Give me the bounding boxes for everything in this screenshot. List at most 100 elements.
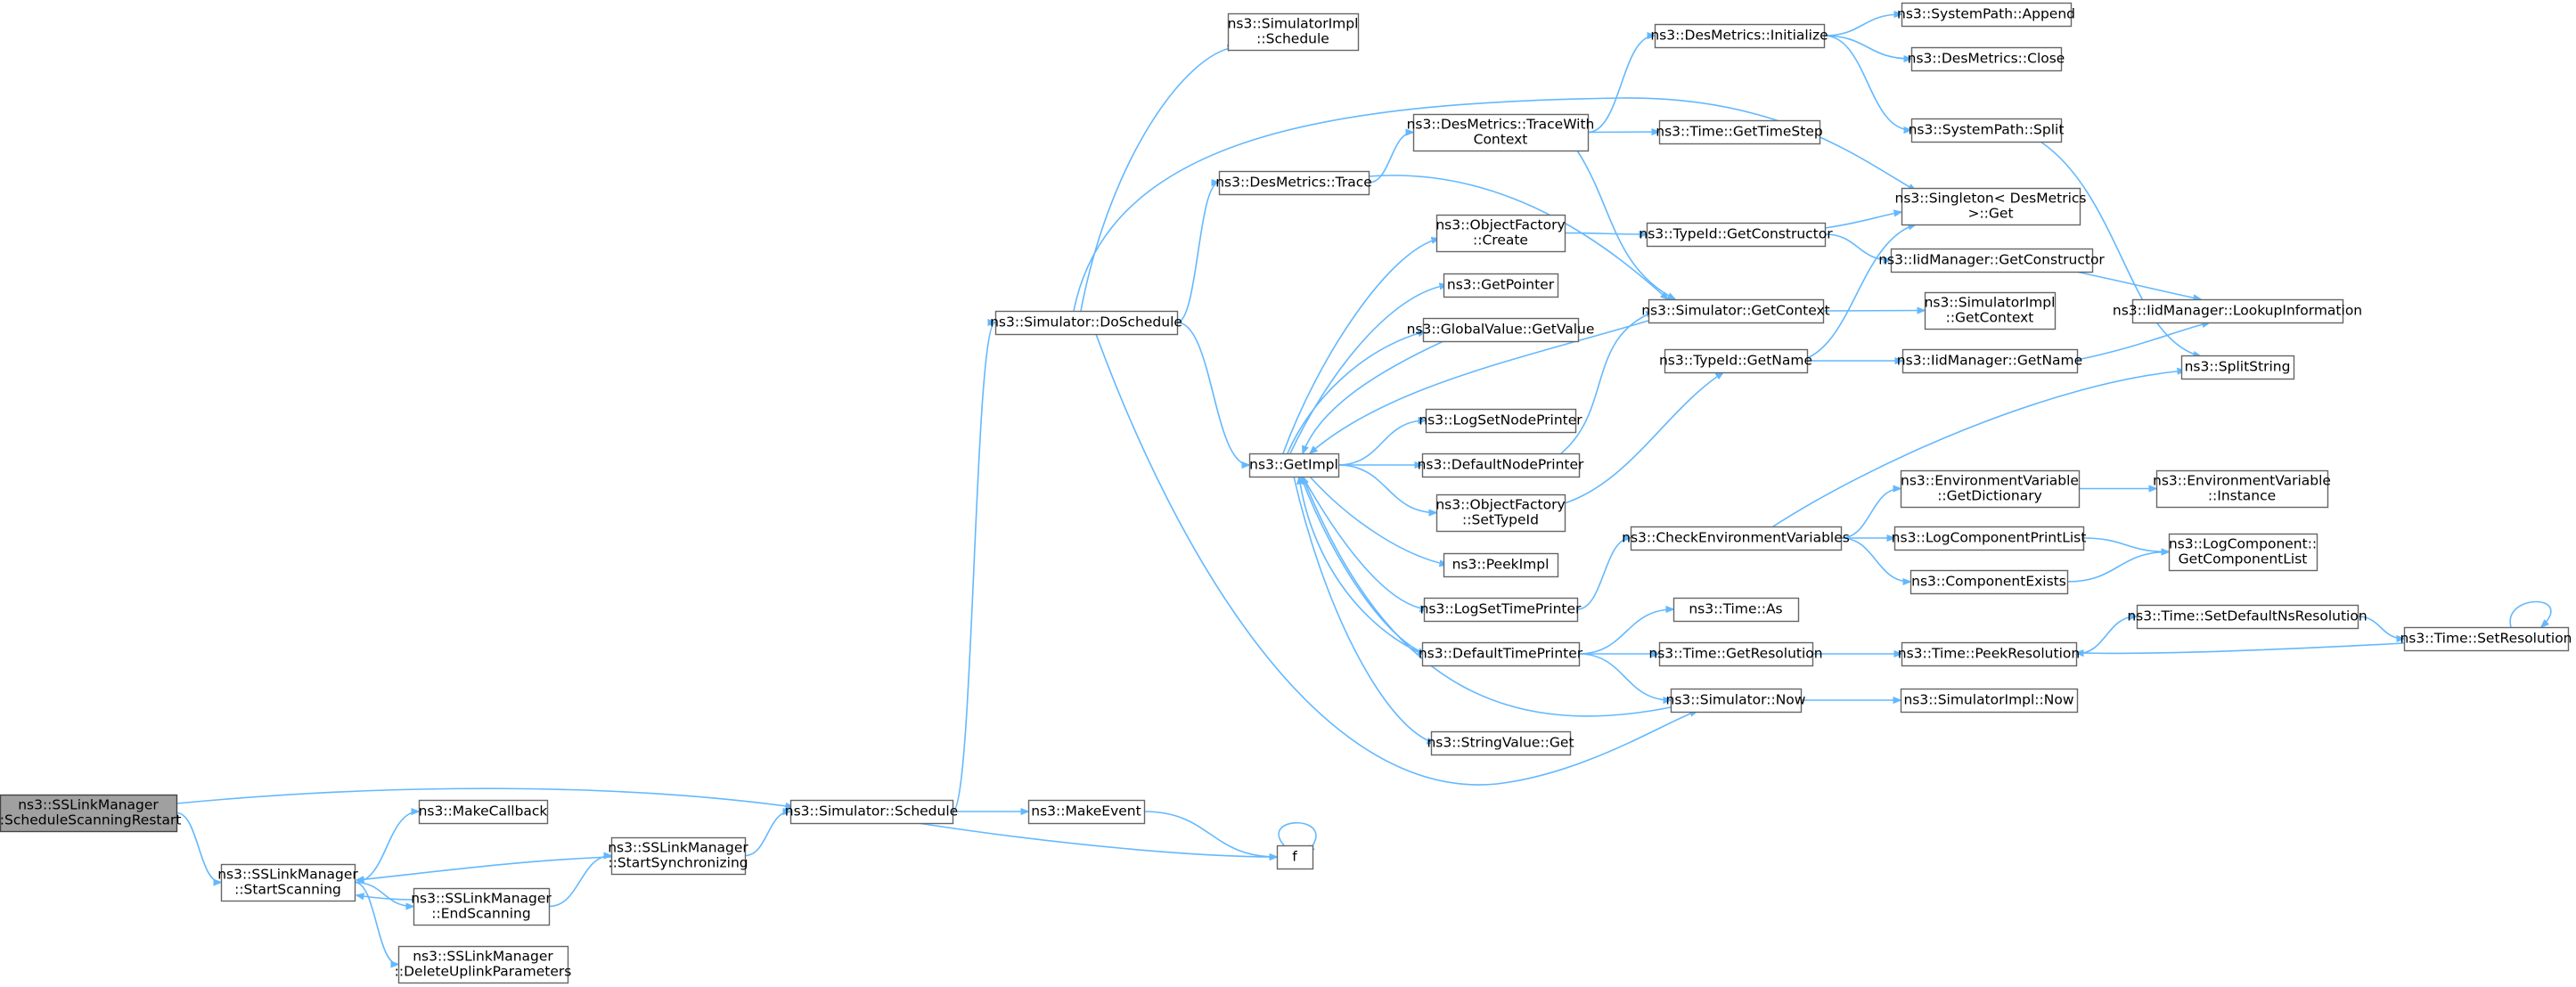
node-iidLookup[interactable]: ns3::IidManager::LookupInformation [2113, 298, 2362, 324]
node-box[interactable] [1670, 688, 1803, 714]
node-box[interactable] [1435, 494, 1566, 533]
node-box[interactable] [1227, 12, 1360, 52]
node-box[interactable] [1900, 688, 2079, 714]
node-box[interactable] [2403, 626, 2570, 652]
node-box[interactable] [1421, 641, 1581, 667]
node-peekImpl[interactable]: ns3::PeekImpl [1443, 552, 1559, 578]
node-simSchedule[interactable]: ns3::Simulator::Schedule [785, 799, 958, 825]
node-timeGetRes[interactable]: ns3::Time::GetResolution [1648, 641, 1823, 667]
node-typeIdGetCtor[interactable]: ns3::TypeId::GetConstructor [1639, 222, 1833, 248]
node-desTrace[interactable]: ns3::DesMetrics::Trace [1215, 170, 1372, 196]
node-box[interactable] [1646, 222, 1827, 248]
node-box[interactable] [1654, 23, 1826, 49]
node-globalValueGet[interactable]: ns3::GlobalValue::GetValue [1407, 317, 1595, 343]
node-logSetNode[interactable]: ns3::LogSetNodePrinter [1419, 408, 1582, 434]
node-getPointer[interactable]: ns3::GetPointer [1443, 273, 1559, 298]
node-box[interactable] [2136, 604, 2359, 630]
node-getImpl[interactable]: ns3::GetImpl [1248, 453, 1340, 478]
node-implGetContext[interactable]: ns3::SimulatorImpl::GetContext [1924, 291, 2057, 330]
node-defaultNode[interactable]: ns3::DefaultNodePrinter [1418, 453, 1584, 478]
node-box[interactable] [1901, 348, 2079, 374]
node-desInit[interactable]: ns3::DesMetrics::Initialize [1650, 23, 1828, 49]
node-box[interactable] [789, 799, 954, 825]
node-box[interactable] [1890, 248, 2094, 273]
node-implNow[interactable]: ns3::SimulatorImpl::Now [1900, 688, 2079, 714]
node-box[interactable] [1435, 214, 1566, 253]
node-doSchedule[interactable]: ns3::Simulator::DoSchedule [990, 310, 1182, 336]
node-box[interactable] [1423, 597, 1579, 623]
node-box[interactable] [1924, 291, 2057, 330]
node-iidGetName[interactable]: ns3::IidManager::GetName [1897, 348, 2082, 374]
node-box[interactable] [1443, 552, 1559, 578]
node-sysPathSplit[interactable]: ns3::SystemPath::Split [1909, 118, 2065, 143]
node-simNow[interactable]: ns3::Simulator::Now [1666, 688, 1806, 714]
node-box[interactable] [1901, 187, 2081, 226]
node-box[interactable] [1421, 453, 1581, 478]
node-box[interactable] [2131, 298, 2344, 324]
node-typeIdGetName[interactable]: ns3::TypeId::GetName [1659, 348, 1812, 374]
node-timeGetTimeStep[interactable]: ns3::Time::GetTimeStep [1656, 119, 1823, 145]
node-box[interactable] [1443, 273, 1559, 298]
node-box[interactable] [1910, 46, 2063, 72]
node-logCompPrintList[interactable]: ns3::LogComponentPrintList [1892, 526, 2087, 551]
node-box[interactable] [1910, 118, 2063, 143]
node-startSync[interactable]: ns3::SSLinkManager::StartSynchronizing [608, 836, 748, 876]
node-timePeekRes[interactable]: ns3::Time::PeekResolution [1898, 641, 2080, 667]
node-startScanning[interactable]: ns3::SSLinkManager::StartScanning [217, 863, 358, 902]
node-makeEvent[interactable]: ns3::MakeEvent [1027, 799, 1146, 825]
node-box[interactable] [1910, 569, 2069, 595]
node-box[interactable] [1412, 113, 1590, 152]
node-box[interactable] [2155, 469, 2329, 509]
node-componentExists[interactable]: ns3::ComponentExists [1910, 569, 2069, 595]
node-f[interactable]: f [1276, 844, 1314, 870]
node-makeCallback[interactable]: ns3::MakeCallback [418, 799, 549, 825]
node-logCompGetList[interactable]: ns3::LogComponent::GetComponentList [2168, 533, 2318, 572]
node-box[interactable] [1901, 641, 2078, 667]
node-defaultTime[interactable]: ns3::DefaultTimePrinter [1419, 641, 1583, 667]
node-box[interactable] [1248, 453, 1340, 478]
node-checkEnv[interactable]: ns3::CheckEnvironmentVariables [1622, 526, 1850, 551]
node-sysPathAppend[interactable]: ns3::SystemPath::Append [1897, 2, 2075, 28]
node-box[interactable] [1425, 408, 1577, 434]
node-box[interactable] [1658, 641, 1814, 667]
node-box[interactable] [610, 836, 747, 876]
node-box[interactable] [2180, 355, 2295, 380]
node-stringValueGet[interactable]: ns3::StringValue::Get [1427, 730, 1574, 756]
node-desClose[interactable]: ns3::DesMetrics::Close [1908, 46, 2065, 72]
node-timeSetRes[interactable]: ns3::Time::SetResolution [2400, 626, 2572, 652]
node-box[interactable] [1218, 170, 1370, 196]
node-box[interactable] [1422, 317, 1580, 343]
node-box[interactable] [1900, 469, 2081, 509]
node-box[interactable] [1027, 799, 1146, 825]
node-timeAs[interactable]: ns3::Time::As [1672, 597, 1800, 623]
node-objFactorySetTypeId[interactable]: ns3::ObjectFactory::SetTypeId [1435, 494, 1566, 533]
node-objFactoryCreate[interactable]: ns3::ObjectFactory::Create [1435, 214, 1566, 253]
node-box[interactable] [1893, 526, 2085, 551]
node-timeSetDefaultNs[interactable]: ns3::Time::SetDefaultNsResolution [2127, 604, 2367, 630]
node-box[interactable] [1630, 526, 1843, 551]
node-logSetTime[interactable]: ns3::LogSetTimePrinter [1420, 597, 1582, 623]
node-implSchedule[interactable]: ns3::SimulatorImpl::Schedule [1227, 12, 1360, 52]
node-box[interactable] [1901, 2, 2073, 28]
node-box[interactable] [994, 310, 1179, 336]
node-envInstance[interactable]: ns3::EnvironmentVariable::Instance [2153, 469, 2331, 509]
node-box[interactable] [1664, 348, 1809, 374]
node-box[interactable] [413, 887, 551, 926]
node-splitString[interactable]: ns3::SplitString [2180, 355, 2295, 380]
node-box[interactable] [397, 945, 569, 984]
node-box[interactable] [1648, 298, 1825, 324]
node-box[interactable] [220, 863, 356, 902]
node-singletonGet[interactable]: ns3::Singleton< DesMetrics >::Get [1895, 187, 2087, 226]
node-deleteUplink[interactable]: ns3::SSLinkManager::DeleteUplinkParamete… [395, 945, 572, 984]
node-box[interactable] [1672, 597, 1800, 623]
node-box[interactable] [0, 794, 178, 833]
node-box[interactable] [1276, 844, 1314, 870]
node-envGetDict[interactable]: ns3::EnvironmentVariable::GetDictionary [1900, 469, 2081, 509]
node-box[interactable] [1658, 119, 1821, 145]
node-iidGetCtor[interactable]: ns3::IidManager::GetConstructor [1878, 248, 2105, 273]
node-box[interactable] [1430, 730, 1572, 756]
node-box[interactable] [2168, 533, 2318, 572]
node-box[interactable] [418, 799, 549, 825]
node-simGetContext[interactable]: ns3::Simulator::GetContext [1641, 298, 1830, 324]
